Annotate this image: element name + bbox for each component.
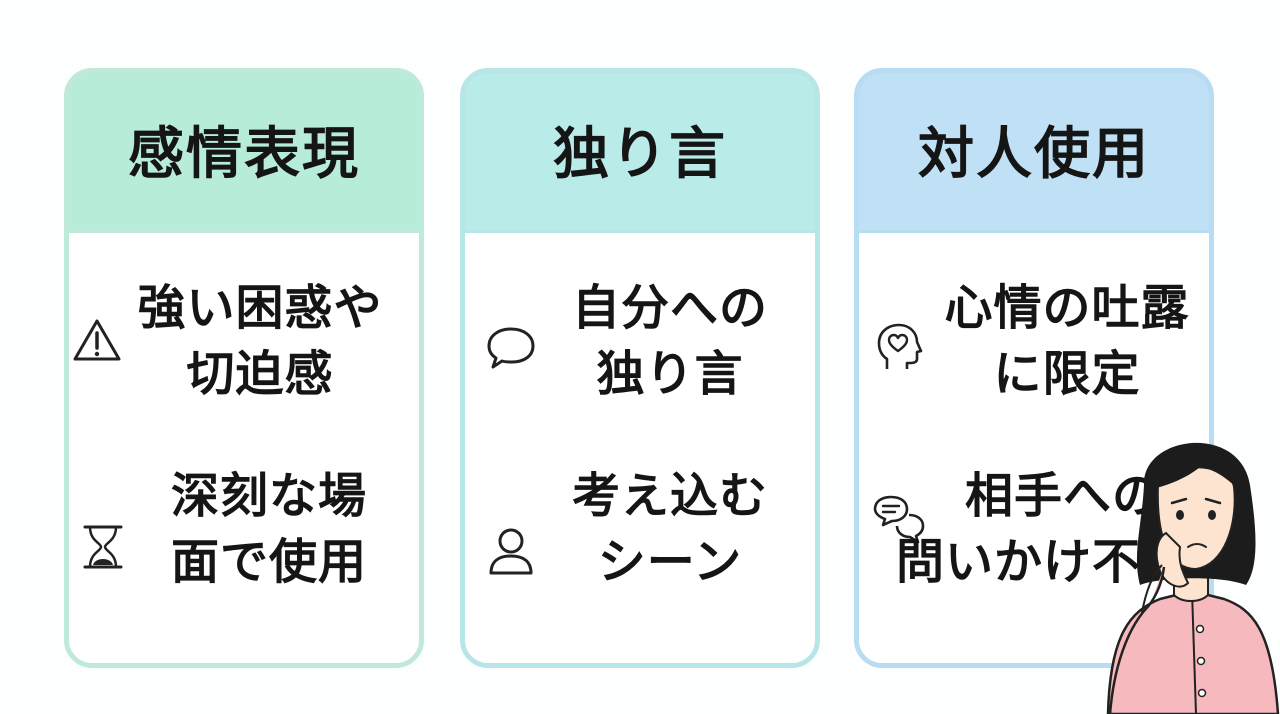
card-monologue: 独り言 自分への 独り言 考え込む シーン [460,68,820,668]
card-emotional-expression: 感情表現 強い困惑や 切迫感 深刻な場 面で使用 [64,68,424,668]
warning-icon [73,319,121,361]
card-title: 独り言 [553,121,727,187]
item-text: 自分への 独り言 [571,280,768,402]
person-icon [489,528,533,575]
chat-bubbles-icon [873,495,925,544]
heart-head-icon [877,323,923,369]
item-text: 深刻な場 面で使用 [170,468,367,590]
list-item: 自分への 独り言 [465,263,815,413]
worried-woman-illustration [1106,442,1280,714]
list-item: 考え込む シーン [465,463,815,613]
card-body: 自分への 独り言 考え込む シーン [465,230,815,663]
list-item: 深刻な場 面で使用 [69,463,419,613]
card-body: 強い困惑や 切迫感 深刻な場 面で使用 [69,230,419,663]
list-item: 心情の吐露 に限定 [859,263,1209,413]
list-item: 強い困惑や 切迫感 [69,263,419,413]
card-title: 感情表現 [128,121,360,187]
card-title: 対人使用 [918,121,1150,187]
hourglass-icon [83,525,123,569]
item-text: 考え込む シーン [571,468,768,590]
item-text: 心情の吐露 に限定 [944,280,1190,402]
speech-bubble-icon [487,327,535,369]
item-text: 強い困惑や 切迫感 [137,280,383,402]
